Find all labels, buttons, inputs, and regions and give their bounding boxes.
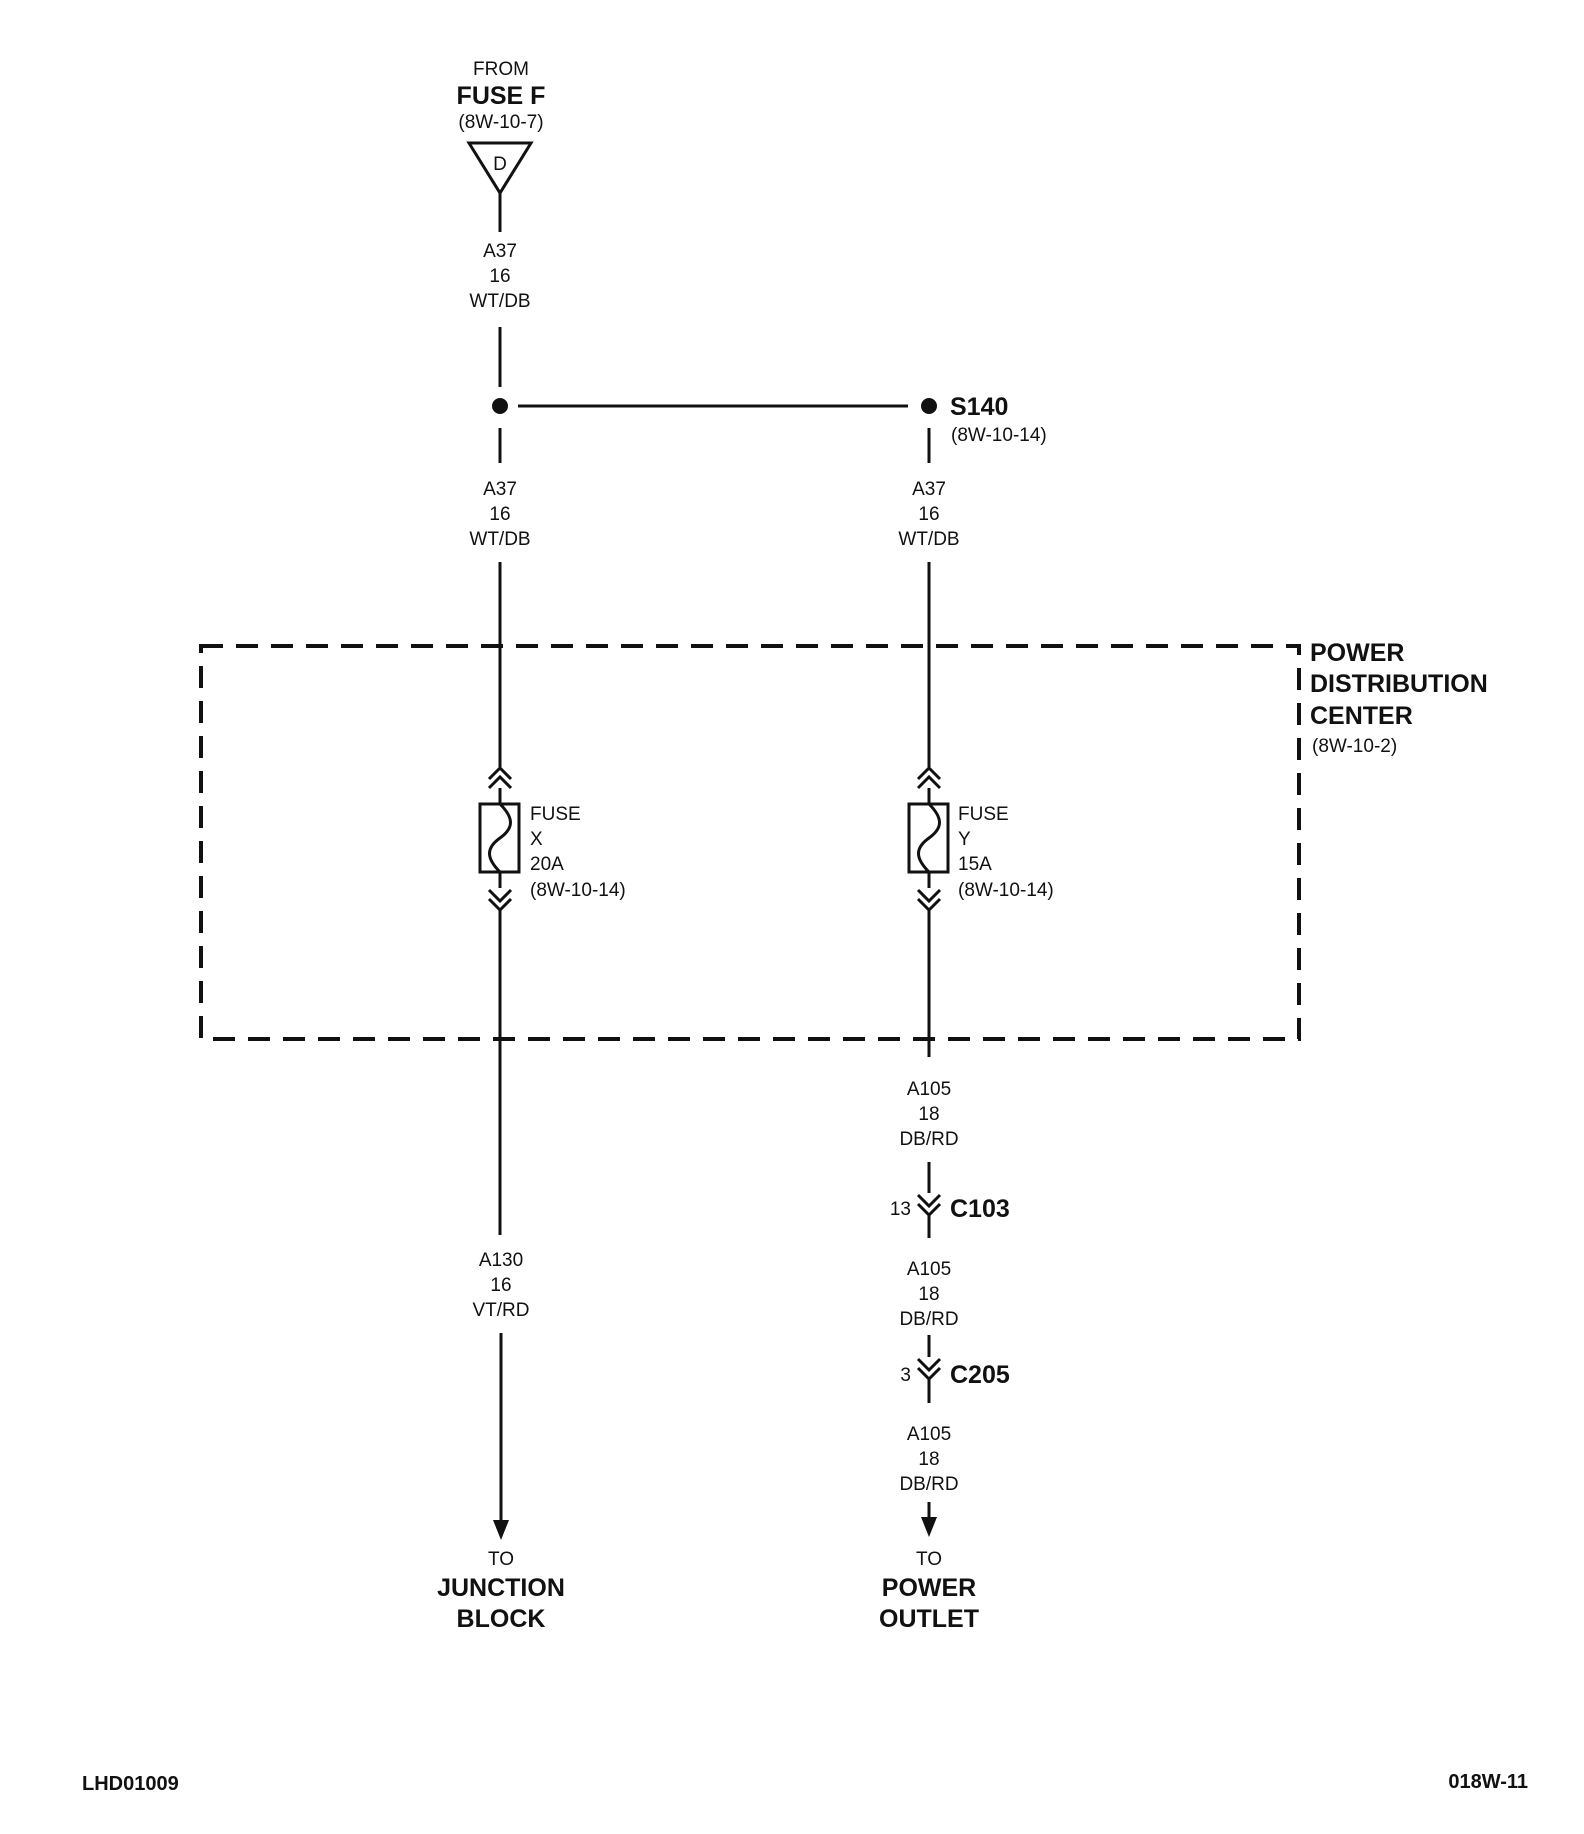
wire-left-bottom-circuit: A130: [479, 1250, 523, 1271]
connector-c205: 3 C205: [900, 1357, 1010, 1389]
wire-left-mid-gauge: 16: [489, 504, 510, 525]
fuse-x-element-icon: [488, 802, 512, 874]
splice-dot-left: [492, 398, 508, 414]
wire-right-1-color: DB/RD: [899, 1129, 958, 1150]
wire-right-mid-circuit: A37: [912, 479, 946, 500]
pdc-ref: (8W-10-2): [1312, 736, 1397, 757]
wire-right-mid-color: WT/DB: [898, 529, 959, 550]
wire-top-circuit: A37: [483, 241, 517, 262]
fuse-y-terminal-top-icon: [916, 765, 942, 790]
pdc-dashed-boundary: [199, 644, 1301, 1041]
source-fuse-f: FROM FUSE F (8W-10-7) D: [457, 59, 546, 196]
wire-left-mid-label: A37 16 WT/DB: [469, 479, 530, 550]
wire-right-3-circuit: A105: [907, 1424, 951, 1445]
fuse-x-label: FUSE X 20A (8W-10-14): [530, 804, 626, 901]
fuse-x-line2: X: [530, 829, 543, 850]
splice-name: S140: [950, 393, 1008, 421]
dest-left-line1: JUNCTION: [437, 1574, 565, 1602]
fuse-x-ref: (8W-10-14): [530, 880, 626, 901]
wire-right-1-label: A105 18 DB/RD: [899, 1079, 958, 1150]
dest-right-to: TO: [916, 1549, 942, 1570]
fuse-y-rating: 15A: [958, 854, 992, 875]
wire-right-2-color: DB/RD: [899, 1309, 958, 1330]
wire-left-mid-circuit: A37: [483, 479, 517, 500]
wire-right-2-gauge: 18: [918, 1284, 939, 1305]
arrow-down-icon-left: [493, 1520, 509, 1540]
wire-right-2-label: A105 18 DB/RD: [899, 1259, 958, 1330]
footer-right-code: 018W-11: [1448, 1771, 1528, 1793]
connector-c205-pin: 3: [900, 1365, 911, 1386]
wire-left-mid-color: WT/DB: [469, 529, 530, 550]
destination-power-outlet: TO POWER OUTLET: [879, 1549, 979, 1633]
dest-left-to: TO: [488, 1549, 514, 1570]
fuse-y-element-icon: [917, 802, 941, 874]
connector-c103-icon: [916, 1193, 942, 1218]
source-connector-letter: D: [493, 154, 507, 175]
splice-dot-right: [921, 398, 937, 414]
wire-left-bottom-color: VT/RD: [473, 1300, 530, 1321]
wire-right-3-label: A105 18 DB/RD: [899, 1424, 958, 1495]
fuse-x-rating: 20A: [530, 854, 564, 875]
connector-c205-icon: [916, 1357, 942, 1382]
source-name: FUSE F: [457, 82, 546, 110]
destination-junction-block: TO JUNCTION BLOCK: [437, 1549, 565, 1633]
wire-top-label: A37 16 WT/DB: [469, 241, 530, 312]
dest-right-line1: POWER: [882, 1574, 976, 1602]
fuse-x-line1: FUSE: [530, 804, 581, 825]
pdc-label: POWER DISTRIBUTION CENTER (8W-10-2): [1310, 639, 1488, 757]
source-ref: (8W-10-7): [458, 112, 543, 133]
connector-c103-name: C103: [950, 1195, 1010, 1223]
fuse-y-ref: (8W-10-14): [958, 880, 1054, 901]
pdc-line1: POWER: [1310, 639, 1404, 667]
wire-top-gauge: 16: [489, 266, 510, 287]
fuse-y-terminal-bottom-icon: [916, 888, 942, 913]
splice-ref: (8W-10-14): [951, 425, 1047, 446]
wire-right-1-gauge: 18: [918, 1104, 939, 1125]
arrow-down-icon-right: [921, 1517, 937, 1537]
pdc-line3: CENTER: [1310, 702, 1413, 730]
wire-top-color: WT/DB: [469, 291, 530, 312]
fuse-y-symbol: [907, 765, 950, 913]
wire-right-2-circuit: A105: [907, 1259, 951, 1280]
wire-right-mid-label: A37 16 WT/DB: [898, 479, 959, 550]
connector-c205-name: C205: [950, 1361, 1010, 1389]
fuse-y-line1: FUSE: [958, 804, 1009, 825]
fuse-y-line2: Y: [958, 829, 971, 850]
wire-right-3-gauge: 18: [918, 1449, 939, 1470]
source-from-label: FROM: [473, 59, 529, 80]
wire-right-mid-gauge: 16: [918, 504, 939, 525]
fuse-x-symbol: [478, 765, 521, 913]
connector-c103: 13 C103: [890, 1193, 1010, 1223]
connector-triangle-icon: [466, 141, 534, 196]
wire-left-bottom-label: A130 16 VT/RD: [473, 1250, 530, 1321]
fuse-y-label: FUSE Y 15A (8W-10-14): [958, 804, 1054, 901]
fuse-x-terminal-top-icon: [487, 765, 513, 790]
dest-right-line2: OUTLET: [879, 1605, 979, 1633]
fuse-x-terminal-bottom-icon: [487, 888, 513, 913]
pdc-line2: DISTRIBUTION: [1310, 670, 1488, 698]
dest-left-line2: BLOCK: [457, 1605, 546, 1633]
wire-left-bottom-gauge: 16: [490, 1275, 511, 1296]
wire-right-3-color: DB/RD: [899, 1474, 958, 1495]
wire-right-1-circuit: A105: [907, 1079, 951, 1100]
connector-c103-pin: 13: [890, 1199, 911, 1220]
footer-left-code: LHD01009: [82, 1773, 179, 1795]
